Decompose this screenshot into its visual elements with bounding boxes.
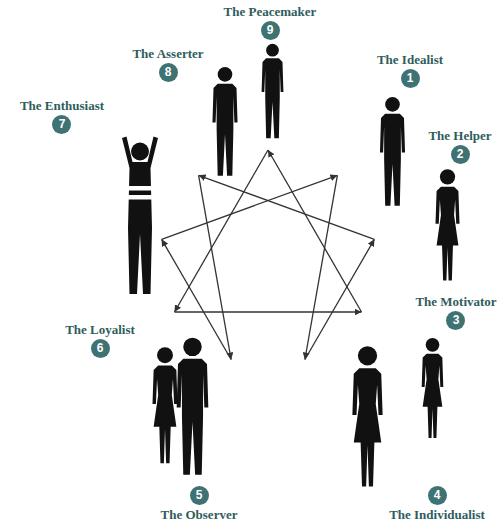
type-node: 5The Observer <box>161 484 238 522</box>
figure-silhouettes <box>122 44 460 487</box>
type-name: The Peacemaker <box>224 4 317 19</box>
type-node: The Motivator 3 <box>415 294 496 332</box>
type-number: 6 <box>91 339 110 358</box>
type-name: The Observer <box>161 507 238 522</box>
type-node: The Helper 2 <box>428 128 491 166</box>
type-name: The Individualist <box>389 507 485 522</box>
type-name: The Helper <box>428 128 491 143</box>
type-node: 4The Individualist <box>389 484 485 522</box>
type-node: The Asserter 8 <box>132 46 203 84</box>
enneagram-arrows <box>162 150 375 360</box>
type-number: 7 <box>52 115 71 134</box>
type-node: The Enthusiast 7 <box>20 98 104 136</box>
type-name: The Loyalist <box>65 322 135 337</box>
type-node: The Loyalist 6 <box>65 322 135 360</box>
type-number: 1 <box>401 69 420 88</box>
type-node: The Peacemaker 9 <box>224 4 317 42</box>
type-name: The Asserter <box>132 46 203 61</box>
type-node: The Idealist 1 <box>377 52 443 90</box>
type-name: The Motivator <box>415 294 496 309</box>
type-number: 2 <box>451 145 470 164</box>
type-number: 4 <box>428 486 447 505</box>
type-number: 3 <box>446 311 465 330</box>
type-name: The Enthusiast <box>20 98 104 113</box>
type-number: 9 <box>261 21 280 40</box>
type-number: 5 <box>190 486 209 505</box>
type-name: The Idealist <box>377 52 443 67</box>
type-number: 8 <box>159 63 178 82</box>
